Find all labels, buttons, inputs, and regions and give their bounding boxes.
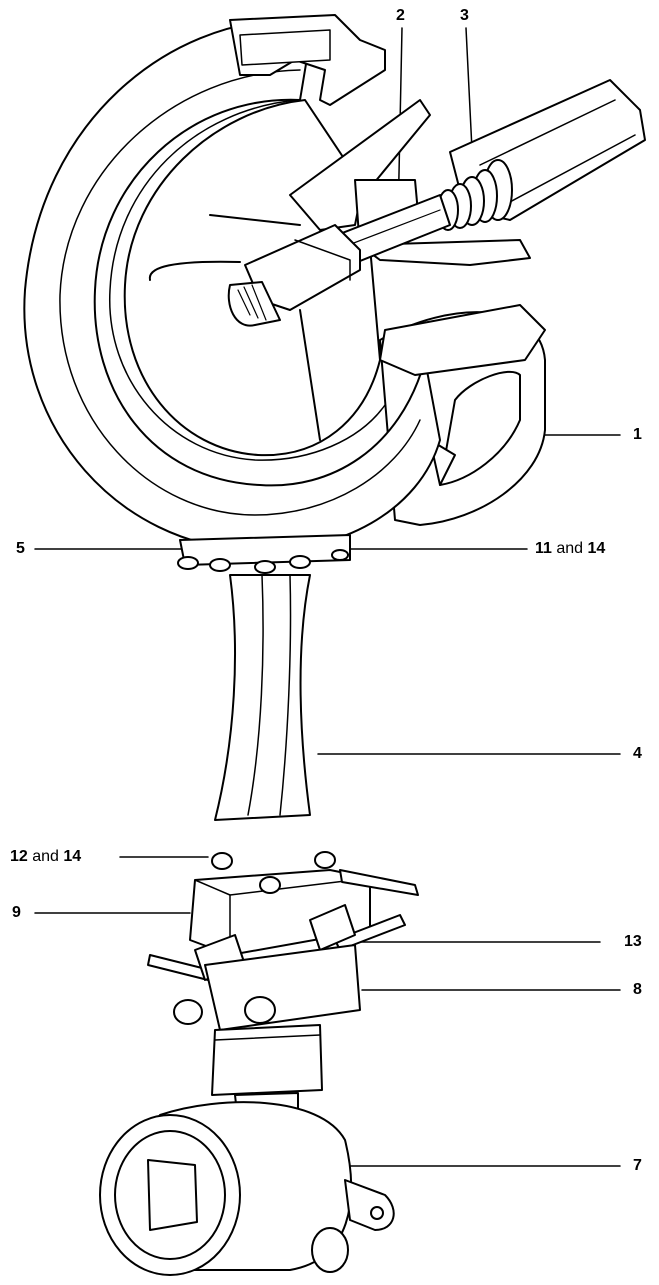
label-1: 1 (633, 426, 642, 443)
label-11-and-14: 11 and 14 (535, 540, 606, 557)
adapter-neck (211, 1024, 323, 1096)
top-bolt-a (211, 852, 233, 870)
bolt-end (227, 281, 281, 327)
body-front-block (379, 304, 546, 376)
top-bolt-c (314, 851, 336, 869)
label-7: 7 (633, 1157, 642, 1174)
display-window (147, 1159, 198, 1231)
label-13: 13 (624, 933, 642, 950)
top-bolt-b (259, 876, 281, 894)
bolt-threads (437, 159, 513, 231)
label-5: 5 (16, 540, 25, 557)
leader-lines (34, 27, 621, 1167)
label-4: 4 (633, 745, 642, 762)
side-nut-left (173, 999, 203, 1025)
support-neck (177, 534, 351, 821)
top-bolts (177, 549, 349, 574)
conduit-entry (311, 1227, 349, 1273)
label-12-and-14: 12 and 14 (10, 848, 82, 865)
leader-3 (465, 27, 473, 151)
mount-tab (344, 1179, 395, 1231)
handle-right-top (339, 869, 419, 896)
side-nut-center (244, 996, 276, 1024)
label-2: 2 (396, 7, 405, 24)
label-8: 8 (633, 981, 642, 998)
manifold-lower (204, 944, 361, 1031)
transmitter (99, 1024, 395, 1276)
label-9: 9 (12, 904, 21, 921)
manifold (147, 851, 419, 1031)
valve-stem-right (309, 904, 356, 951)
label-3: 3 (460, 7, 469, 24)
stud-bolt (227, 79, 646, 327)
body-c-ring (23, 19, 441, 552)
neck-tube (214, 574, 311, 821)
